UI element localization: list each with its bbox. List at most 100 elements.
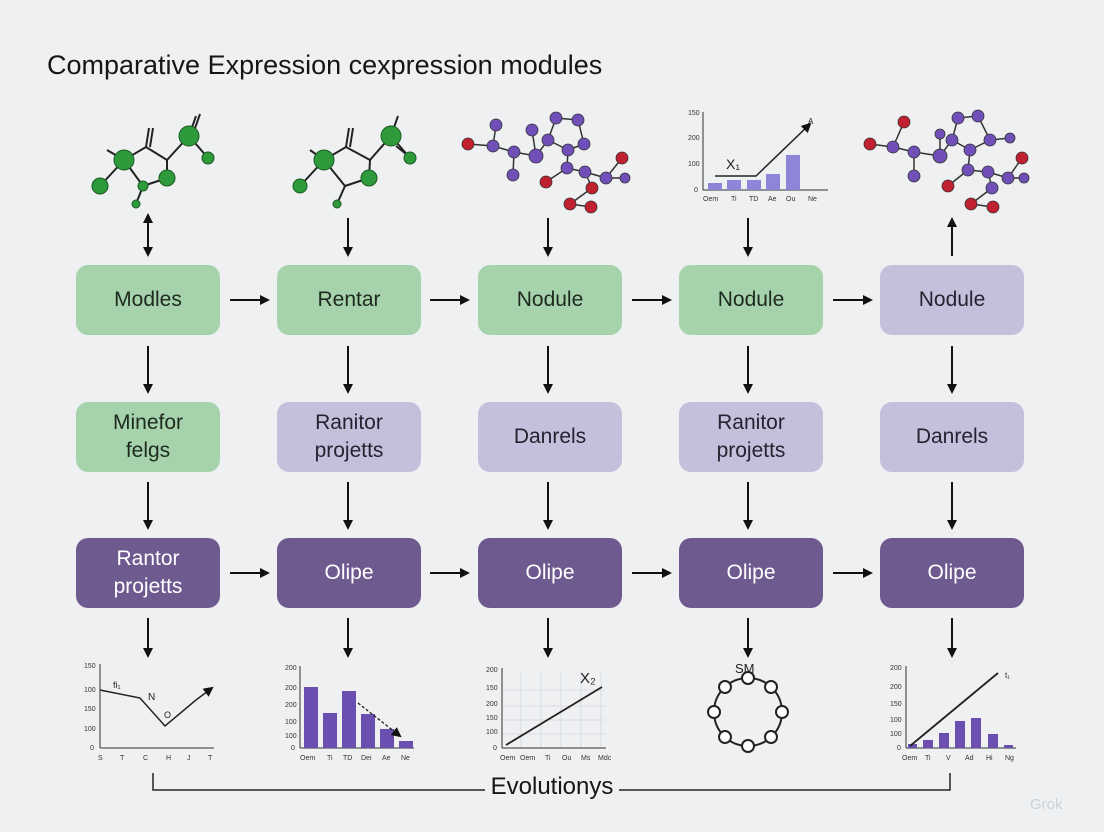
- box-label: projetts: [113, 575, 183, 598]
- series-label: X₂: [580, 670, 596, 687]
- bottom-chart-2: 200 200 200 100 100 0 Oem Ti TD Dei Ae N…: [285, 665, 414, 762]
- molecule-5-icon: [863, 109, 1030, 214]
- bottom-chart-1: 150 100 150 100 0 fi₁ N O S T C H J T: [84, 663, 214, 762]
- box-label: Olipe: [726, 561, 776, 584]
- tick-label: 150: [84, 663, 96, 670]
- bar: [971, 718, 981, 748]
- tick-label: 200: [486, 667, 498, 674]
- module-box-row1-col5[interactable]: Nodule: [880, 265, 1024, 335]
- annotation: O: [164, 710, 171, 720]
- tick-label: 200: [688, 135, 700, 142]
- module-box-row1-col4[interactable]: Nodule: [679, 265, 823, 335]
- tick-label: 0: [291, 745, 295, 752]
- module-box-row3-col1[interactable]: Rantor projetts: [76, 538, 220, 608]
- trend-line: [715, 122, 812, 177]
- bottom-chart-5: 200 200 150 100 100 0 t₁ Oem Ti V Ad Hi …: [890, 665, 1016, 762]
- module-box-row2-col5[interactable]: Danrels: [880, 402, 1024, 472]
- tick-label: 200: [890, 665, 902, 672]
- tick-label: Hi: [986, 755, 993, 762]
- ring-network-icon: SM: [707, 661, 789, 753]
- box-label: Nodule: [918, 288, 986, 311]
- bar: [361, 714, 375, 748]
- tick-label: 200: [486, 701, 498, 708]
- bar: [304, 687, 318, 748]
- bar: [399, 741, 413, 748]
- tick-label: 100: [890, 717, 902, 724]
- molecule-3-icon: [461, 111, 631, 214]
- tick-label: 100: [285, 719, 297, 726]
- tick-label: Oem: [300, 755, 315, 762]
- tick-label: Ne: [808, 196, 817, 203]
- box-label: Danrels: [915, 425, 989, 448]
- tick-label: Oem: [500, 755, 515, 762]
- annotation: A: [808, 117, 814, 126]
- box-label: Olipe: [927, 561, 977, 584]
- tick-label: Ti: [925, 755, 931, 762]
- annotation: fi₁: [113, 680, 121, 690]
- tick-label: Oem: [520, 755, 535, 762]
- bar: [988, 734, 998, 748]
- bar: [923, 740, 933, 748]
- box-label: Danrels: [513, 425, 587, 448]
- tick-label: 100: [84, 687, 96, 694]
- tick-label: TD: [343, 755, 352, 762]
- bar: [908, 744, 917, 748]
- tick-label: Ms: [581, 755, 591, 762]
- bar: [727, 180, 741, 190]
- tick-label: TD: [749, 196, 758, 203]
- box-label: Minefor: [112, 411, 184, 434]
- box-label: Olipe: [324, 561, 374, 584]
- tick-label: 150: [688, 110, 700, 117]
- tick-label: H: [166, 755, 171, 762]
- annotation: N: [148, 692, 155, 703]
- tick-label: Ne: [401, 755, 410, 762]
- footer-caption: Evolutionys: [0, 773, 1104, 801]
- bar: [939, 733, 949, 748]
- tick-label: Ti: [731, 196, 737, 203]
- tick-label: Ou: [562, 755, 571, 762]
- bar: [1004, 745, 1013, 748]
- tick-label: 200: [890, 684, 902, 691]
- tick-label: Oem: [902, 755, 917, 762]
- tick-label: S: [98, 755, 103, 762]
- bar: [786, 155, 800, 190]
- tick-label: Ti: [545, 755, 551, 762]
- box-label: Olipe: [525, 561, 575, 584]
- tick-label: 0: [493, 745, 497, 752]
- module-box-row1-col1[interactable]: Modles: [76, 265, 220, 335]
- annotation: t₁: [1005, 671, 1010, 680]
- module-box-row1-col2[interactable]: Rentar: [277, 265, 421, 335]
- tick-label: 150: [486, 685, 498, 692]
- module-box-row3-col2[interactable]: Olipe: [277, 538, 421, 608]
- tick-label: T: [120, 755, 125, 762]
- tick-label: Ad: [965, 755, 974, 762]
- tick-label: J: [187, 755, 191, 762]
- tick-label: Mdc: [598, 755, 612, 762]
- box-label: Rantor: [116, 547, 180, 570]
- module-box-row3-col3[interactable]: Olipe: [478, 538, 622, 608]
- bar: [342, 691, 356, 748]
- tick-label: Ou: [786, 196, 795, 203]
- bar: [708, 183, 722, 190]
- tick-label: Dei: [361, 755, 372, 762]
- tick-label: Ae: [382, 755, 391, 762]
- tick-label: T: [208, 755, 213, 762]
- module-box-row3-col4[interactable]: Olipe: [679, 538, 823, 608]
- bottom-chart-3: 200 150 200 150 100 0 X₂ Oem Oem Ti Ou M…: [486, 667, 612, 762]
- box-label: Ranitor: [717, 411, 785, 434]
- module-box-row2-col3[interactable]: Danrels: [478, 402, 622, 472]
- module-box-row3-col5[interactable]: Olipe: [880, 538, 1024, 608]
- footer-label: Evolutionys: [484, 773, 620, 800]
- top-mini-chart: 150 200 100 0 X₁ A Oem Ti TD Ae Ou Ne: [688, 110, 828, 203]
- module-box-row1-col3[interactable]: Nodule: [478, 265, 622, 335]
- tick-label: 200: [285, 665, 297, 672]
- tick-label: 150: [890, 701, 902, 708]
- tick-label: 150: [486, 715, 498, 722]
- tick-label: Ng: [1005, 755, 1014, 762]
- tick-label: Ti: [327, 755, 333, 762]
- annotation: SM: [735, 661, 755, 676]
